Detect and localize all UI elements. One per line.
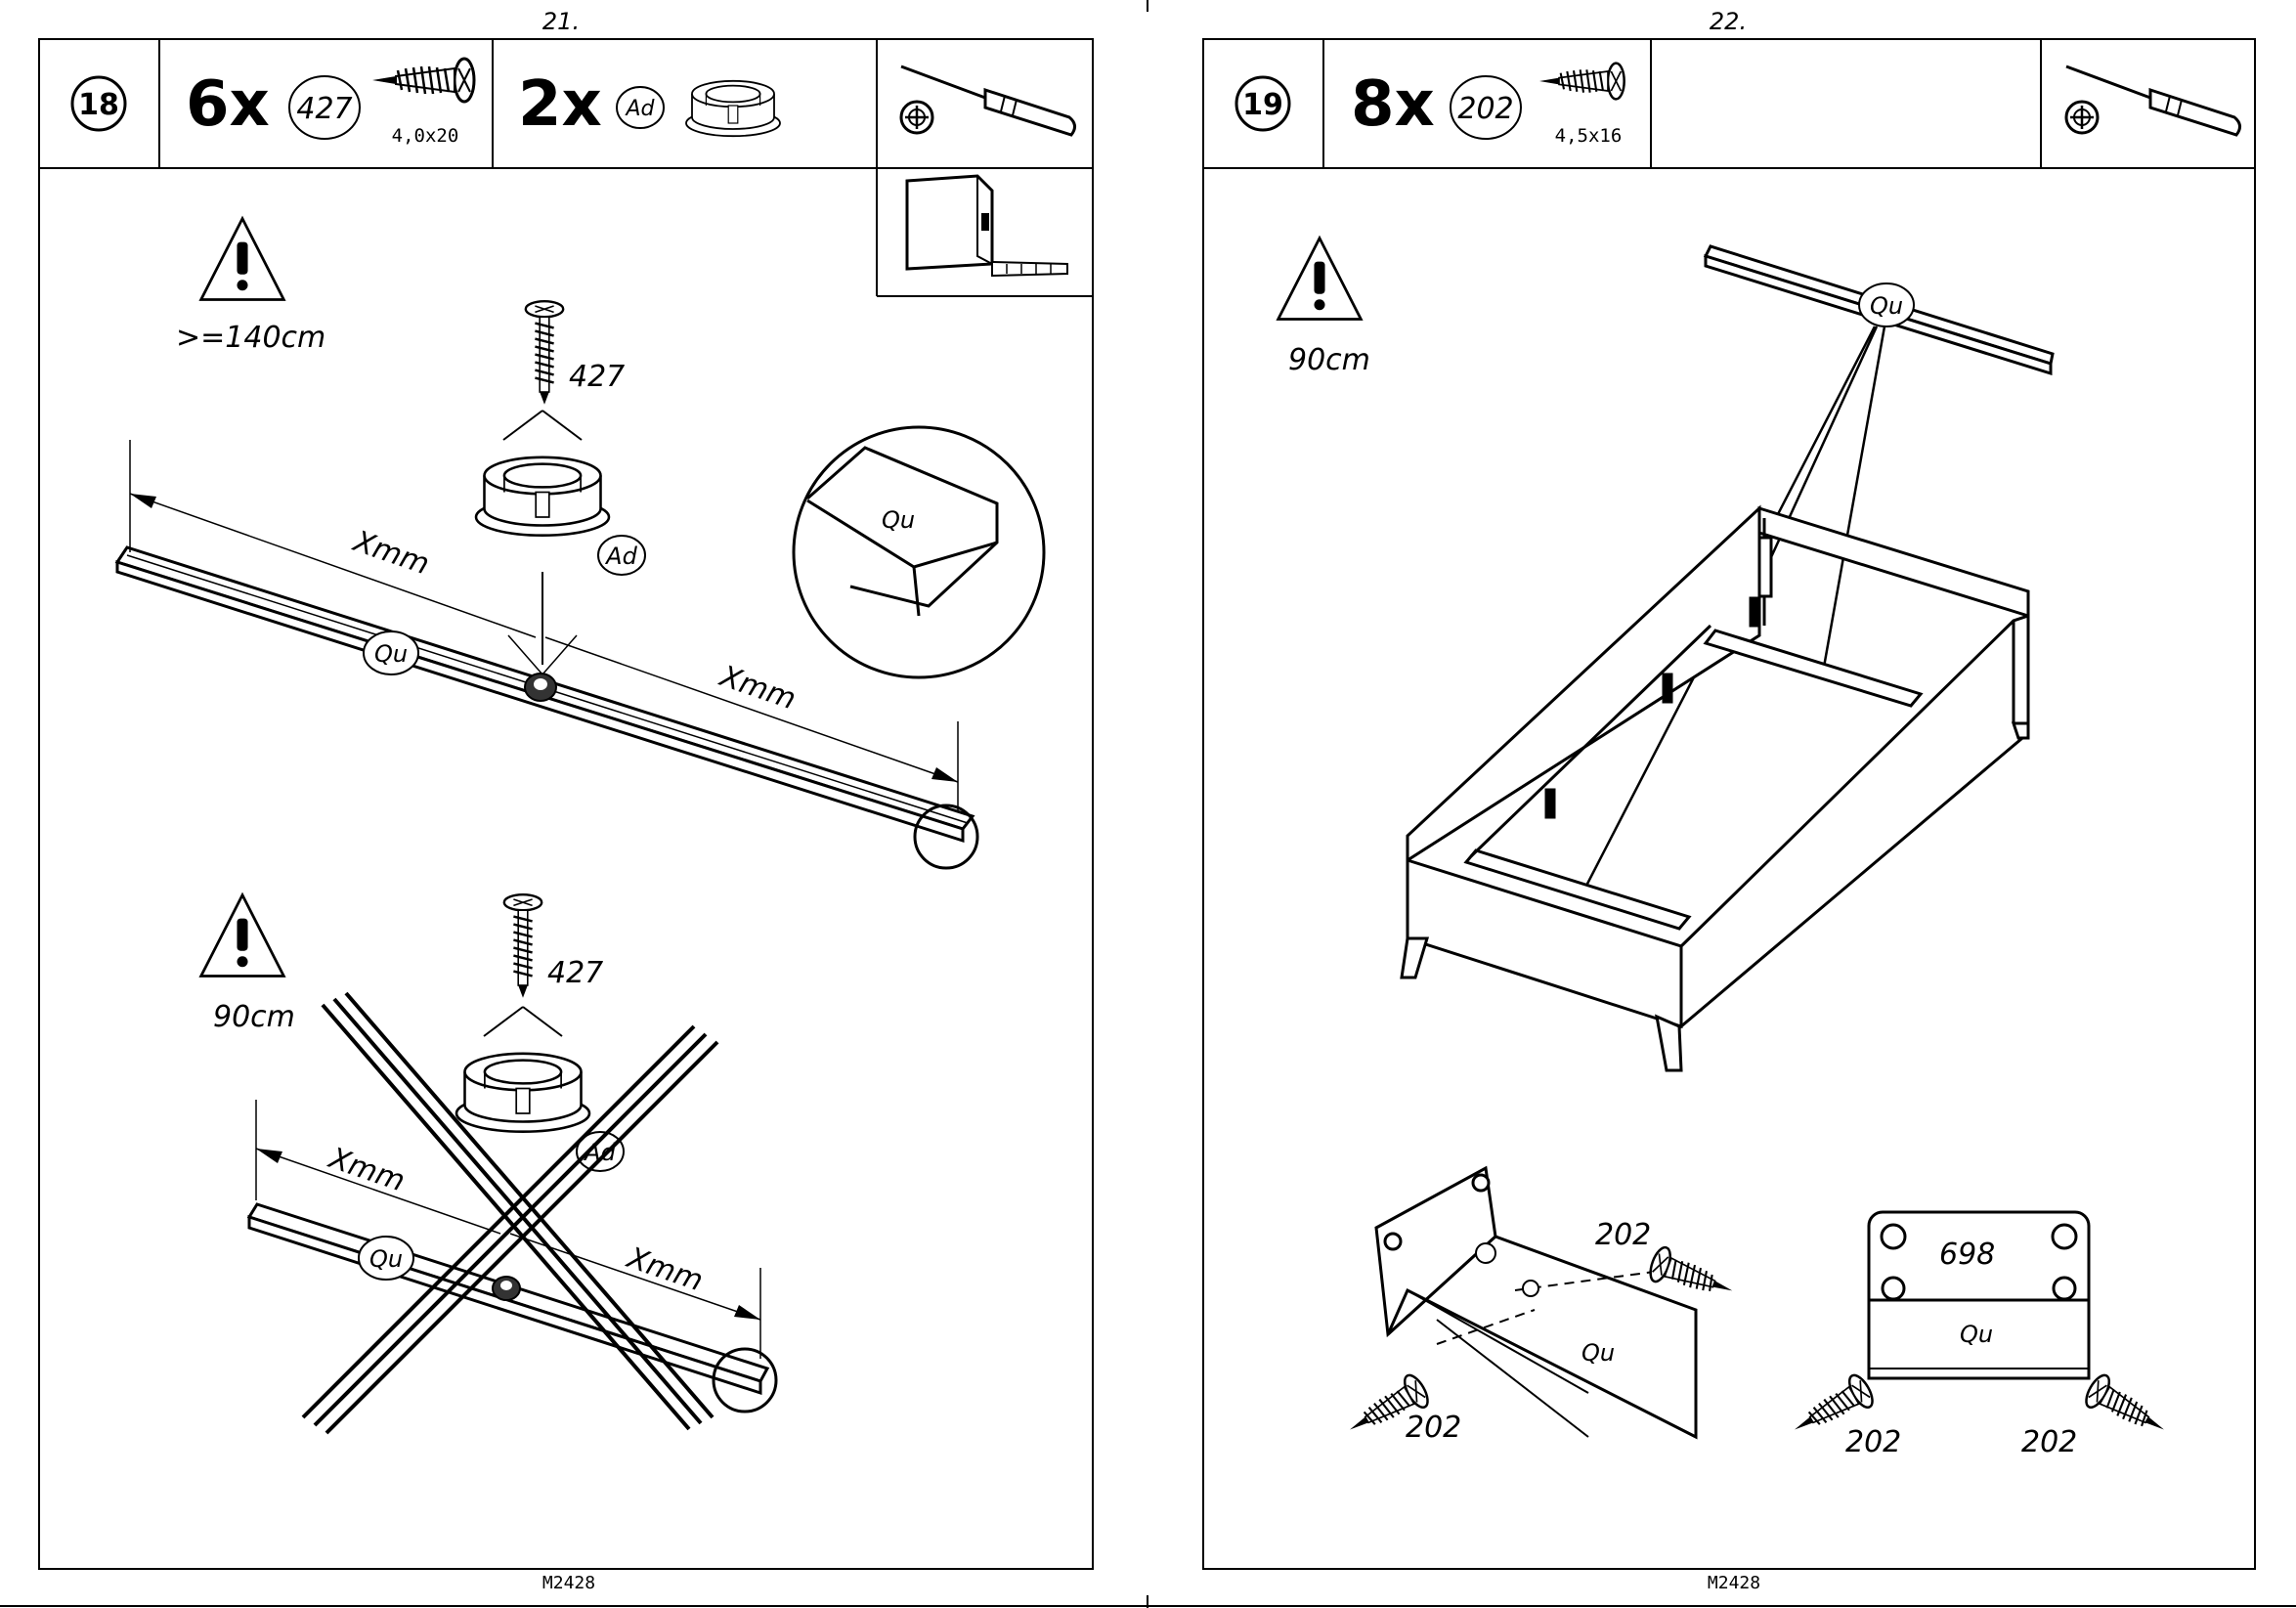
screw-icon — [372, 59, 474, 102]
svg-text:Xmm: Xmm — [348, 524, 434, 582]
screwdriver-icon — [901, 66, 1075, 135]
rail-label-bubble: Qu — [1859, 283, 1914, 326]
screw-icon — [526, 301, 563, 405]
socket-icon — [476, 457, 609, 536]
page-21: 21. 18 6x 427 4,0x20 2x Ad — [39, 8, 1093, 1593]
screw-label: 427 — [569, 360, 625, 394]
socket-label-bubble: Ad — [598, 536, 645, 575]
screw-label-left: 202 — [1845, 1425, 1901, 1459]
part-id: Ad — [624, 97, 655, 121]
svg-text:Qu: Qu — [1870, 292, 1903, 320]
part-427: 6x 427 4,0x20 — [186, 59, 474, 147]
screw-icon — [2082, 1371, 2173, 1445]
min-width-note: >=140cm — [176, 321, 325, 355]
nut-icon — [493, 1277, 520, 1300]
screwdriver-icon — [2066, 66, 2240, 135]
part-size: 4,5x16 — [1555, 125, 1623, 147]
part-quantity: 8x — [1351, 68, 1435, 141]
svg-text:Xmm: Xmm — [622, 1240, 708, 1298]
page-number: 21. — [542, 8, 580, 35]
screw-icon — [1539, 64, 1625, 100]
svg-text:Xmm: Xmm — [324, 1141, 410, 1198]
page-22: 22. 19 8x 202 4,5x16 90cm Qu — [1203, 8, 2255, 1593]
screw-label-bottom: 202 — [1406, 1411, 1461, 1445]
svg-text:Qu: Qu — [374, 640, 408, 668]
screw-label-right: 202 — [2021, 1425, 2077, 1459]
screw-label-top: 202 — [1595, 1218, 1651, 1252]
rail-end-detail: Qu — [794, 427, 1044, 677]
part-size: 4,0x20 — [392, 125, 459, 147]
part-id: 427 — [296, 92, 352, 126]
socket-icon — [456, 1054, 589, 1132]
part-id: 202 — [1457, 92, 1513, 126]
bracket-label: 698 — [1939, 1238, 1995, 1272]
svg-text:Ad: Ad — [604, 543, 637, 570]
footer-code: M2428 — [1708, 1573, 1760, 1593]
nut-icon — [525, 674, 556, 701]
warning-icon — [201, 219, 284, 300]
screw-icon — [504, 894, 542, 998]
rail-label-bubble: Qu — [359, 1237, 413, 1280]
warning-icon — [201, 895, 284, 977]
bed-frame — [1402, 508, 2028, 1070]
part-ad: 2x Ad — [518, 68, 780, 141]
part-quantity: 2x — [518, 68, 602, 141]
warning-icon — [1278, 239, 1362, 320]
width-note: 90cm — [213, 1000, 295, 1034]
tape-measure-icon — [907, 176, 1067, 276]
svg-text:18: 18 — [78, 88, 119, 122]
step-number-badge: 19 — [1236, 77, 1289, 130]
width-note: 90cm — [1288, 343, 1370, 377]
svg-text:Xmm: Xmm — [715, 659, 801, 717]
rail-label-bubble: Qu — [364, 631, 418, 674]
page-number: 22. — [1710, 8, 1747, 35]
part-202: 8x 202 4,5x16 — [1351, 64, 1625, 147]
footer-code: M2428 — [542, 1573, 595, 1593]
part-quantity: 6x — [186, 68, 270, 141]
rail-label: Qu — [1581, 1339, 1615, 1367]
screw-label: 427 — [547, 956, 603, 990]
dimension-left: Xmm — [130, 440, 536, 637]
svg-text:19: 19 — [1242, 88, 1283, 122]
svg-text:Qu: Qu — [369, 1245, 403, 1273]
svg-text:Qu: Qu — [882, 506, 915, 534]
step-number-badge: 18 — [72, 77, 125, 130]
rail-label: Qu — [1960, 1321, 1993, 1348]
socket-icon — [686, 81, 780, 136]
